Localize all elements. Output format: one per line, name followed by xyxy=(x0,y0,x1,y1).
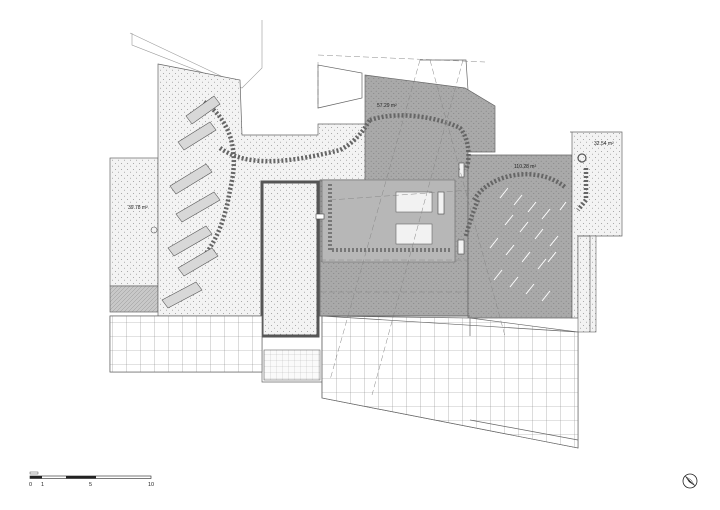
paving-left xyxy=(109,315,263,373)
area-label-upper-court: 57.29 m² xyxy=(377,103,397,109)
area-label-corner-terrace: 32.54 m² xyxy=(594,141,614,147)
construction-lines xyxy=(317,54,506,396)
scale-tick-0: 0 xyxy=(29,482,32,488)
corner-terrace xyxy=(570,131,623,333)
pool xyxy=(260,180,320,338)
right-court xyxy=(467,154,573,319)
garden-benches xyxy=(161,95,221,309)
scale-bar: 0 1 5 10 xyxy=(29,471,154,488)
bench-lower xyxy=(395,223,433,245)
left-terrace xyxy=(109,157,159,313)
stepping-stones xyxy=(188,100,589,272)
steps xyxy=(263,349,321,381)
court-lines xyxy=(489,187,567,302)
area-label-right-court: 110.28 m² xyxy=(514,164,536,170)
scale-tick-5: 5 xyxy=(89,482,92,488)
north-arrow-icon xyxy=(682,473,698,489)
bench-upper xyxy=(395,191,433,213)
area-label-left-terrace: 39.78 m² xyxy=(128,205,148,211)
paving-right xyxy=(321,315,579,449)
scale-tick-10: 10 xyxy=(148,482,154,488)
scale-tick-1: 1 xyxy=(41,482,44,488)
